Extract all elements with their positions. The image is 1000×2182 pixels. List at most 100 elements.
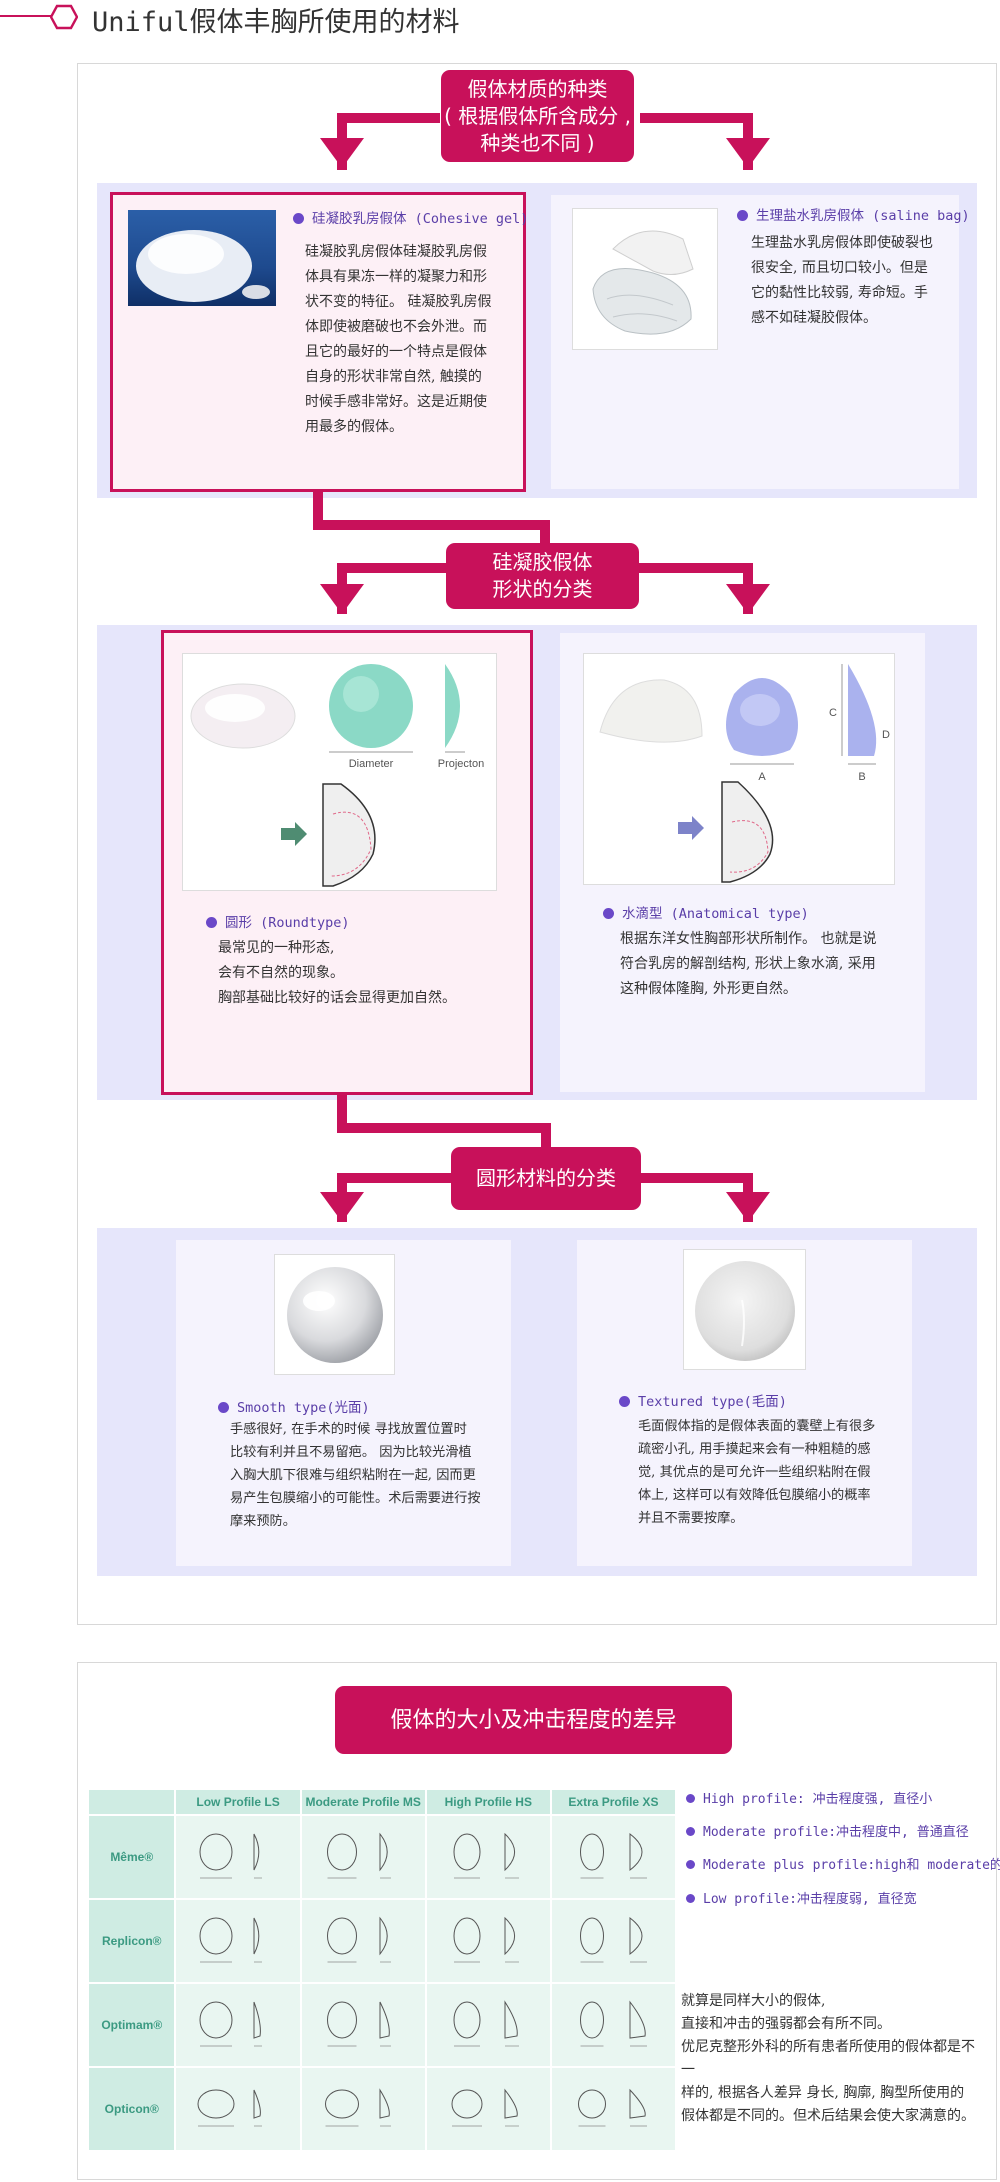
textured-type-card: Textured type(毛面) 毛面假体指的是假体表面的囊壁上有很多 疏密小… bbox=[577, 1240, 912, 1566]
bullet-icon bbox=[686, 1894, 695, 1903]
profile-diagram-icon bbox=[199, 1917, 263, 1963]
textured-type-title: Textured type(毛面) bbox=[619, 1390, 787, 1410]
header-rule bbox=[0, 15, 52, 17]
profile-diagram-cell bbox=[549, 2066, 678, 2152]
bullet-icon bbox=[603, 908, 614, 919]
saline-bag-title: 生理盐水乳房假体 (saline bag) bbox=[737, 204, 970, 224]
profile-diagram-cell bbox=[174, 1814, 302, 1900]
bullet-icon bbox=[737, 210, 748, 221]
profile-diagram-icon bbox=[577, 2088, 647, 2127]
projection-label: Projecton bbox=[438, 758, 484, 770]
column-header: Moderate Profile MS bbox=[299, 1788, 427, 1816]
bullet-icon bbox=[293, 213, 304, 224]
cohesive-gel-description: 硅凝胶乳房假体硅凝胶乳房假 体具有果冻一样的凝聚力和形 状不变的特征。 硅凝胶乳… bbox=[305, 244, 492, 435]
profile-diagram-cell bbox=[549, 1898, 678, 1984]
textured-type-image bbox=[683, 1249, 806, 1370]
smooth-implant-icon bbox=[287, 1267, 383, 1363]
round-type-diagram: Diameter Projecton bbox=[182, 653, 497, 891]
profile-diagram-cell bbox=[174, 2066, 302, 2152]
arrow-right-icon bbox=[678, 816, 704, 840]
profile-diagram-icon bbox=[199, 1833, 263, 1879]
gel-shape-pill: 硅凝胶假体 形状的分类 bbox=[446, 543, 639, 609]
legend-low-profile: Low profile:冲击程度弱, 直径宽 bbox=[686, 1888, 917, 1907]
profile-diagram-icon bbox=[579, 1832, 647, 1879]
page-title: Uniful假体丰胸所使用的材料 bbox=[92, 7, 460, 38]
profile-diagram-icon bbox=[453, 1916, 519, 1963]
column-header: Low Profile LS bbox=[174, 1788, 302, 1816]
profile-diagram-icon bbox=[453, 2000, 519, 2047]
saline-bag-card: 生理盐水乳房假体 (saline bag) 生理盐水乳房假体即使破裂也 很安全,… bbox=[551, 195, 970, 489]
legend-moderate-profile: Moderate profile:冲击程度中, 普通直径 bbox=[686, 1821, 969, 1840]
row-header: Opticon® bbox=[86, 2066, 177, 2152]
saline-bag-description: 生理盐水乳房假体即使破裂也 很安全, 而且切口较小。但是 它的黏性比较弱, 寿命… bbox=[751, 235, 933, 326]
profile-diagram-cell bbox=[299, 2066, 427, 2152]
bullet-icon bbox=[218, 1402, 229, 1413]
profile-diagram-icon bbox=[197, 2089, 263, 2127]
anatomical-type-description: 根据东洋女性胸部形状所制作。 也就是说 符合乳房的解剖结构, 形状上象水滴, 采… bbox=[620, 931, 877, 997]
row-header: Même® bbox=[86, 1814, 177, 1900]
round-material-pill: 圆形材料的分类 bbox=[451, 1147, 641, 1210]
anatomical-type-title: 水滴型 (Anatomical type) bbox=[603, 902, 809, 922]
profile-diagram-icon bbox=[324, 2088, 391, 2127]
bullet-icon bbox=[206, 917, 217, 928]
round-type-title: 圆形 (Roundtype) bbox=[206, 911, 350, 931]
round-type-description: 最常见的一种形态, 会有不自然的现象。 胸部基础比较好的话会显得更加自然。 bbox=[218, 940, 456, 1006]
profile-diagram-cell bbox=[424, 1814, 552, 1900]
profile-diagram-icon bbox=[326, 2001, 391, 2047]
connector-drop-2 bbox=[541, 1123, 551, 1147]
row-header: Optimam® bbox=[86, 1982, 177, 2068]
profile-diagram-cell bbox=[299, 1814, 427, 1900]
smooth-type-title: Smooth type(光面) bbox=[218, 1396, 370, 1416]
profile-table-body: Même® Replicon® Optimam® Opticon® bbox=[86, 1814, 678, 2152]
bullet-icon bbox=[619, 1396, 630, 1407]
dimension-b-label: B bbox=[858, 771, 865, 783]
cohesive-gel-image bbox=[128, 210, 276, 306]
table-row: Opticon® bbox=[86, 2066, 678, 2152]
profile-diagram-icon bbox=[579, 2000, 647, 2047]
profile-diagram-cell bbox=[549, 1814, 678, 1900]
legend-high-profile: High profile: 冲击程度强, 直径小 bbox=[686, 1788, 932, 1807]
table-row: Replicon® bbox=[86, 1898, 678, 1984]
profile-diagram-icon bbox=[579, 1916, 647, 1963]
table-row: Optimam® bbox=[86, 1982, 678, 2068]
round-type-card: Diameter Projecton 圆形 (Roundtype) 最常见的一种… bbox=[161, 630, 533, 1095]
profile-diagram-cell bbox=[174, 1898, 302, 1984]
bullet-icon bbox=[686, 1827, 695, 1836]
connector-vertical-2 bbox=[337, 1095, 347, 1131]
legend-moderate-plus-profile: Moderate plus profile:high和 moderate的中间 bbox=[686, 1854, 1000, 1873]
profile-note: 就算是同样大小的假体, 直接和冲击的强弱都会有所不同。 优尼克整形外科的所有患者… bbox=[681, 1993, 975, 2124]
profile-diagram-cell bbox=[424, 2066, 552, 2152]
arrow-connector-1 bbox=[320, 113, 770, 170]
anatomical-type-diagram: A C D B bbox=[583, 653, 895, 885]
saline-bag-image bbox=[572, 208, 718, 350]
smooth-type-description: 手感很好, 在手术的时候 寻找放置位置时 比较有利并且不易留疤。 因为比较光滑植… bbox=[230, 1422, 481, 1529]
profile-diagram-icon bbox=[199, 2001, 263, 2047]
diameter-label: Diameter bbox=[349, 758, 394, 770]
cohesive-gel-card: 硅凝胶乳房假体 (Cohesive gel) 硅凝胶乳房假体硅凝胶乳房假 体具有… bbox=[110, 192, 528, 492]
dimension-a-label: A bbox=[758, 771, 766, 783]
gel-implant-icon bbox=[136, 230, 270, 302]
arrow-connector-2 bbox=[320, 563, 770, 614]
dimension-c-label: C bbox=[829, 707, 837, 719]
table-row: Même® bbox=[86, 1814, 678, 1900]
row-header: Replicon® bbox=[86, 1898, 177, 1984]
bullet-icon bbox=[686, 1794, 695, 1803]
arrow-connector-3 bbox=[320, 1173, 770, 1222]
column-header: Extra Profile XS bbox=[549, 1788, 678, 1816]
profile-diagram-cell bbox=[299, 1898, 427, 1984]
hexagon-icon bbox=[50, 4, 78, 30]
profile-diagram-icon bbox=[453, 1832, 519, 1879]
profile-diagram-cell bbox=[174, 1982, 302, 2068]
profile-diagram-cell bbox=[299, 1982, 427, 2068]
profile-comparison-table: Low Profile LS Moderate Profile MS High … bbox=[86, 1788, 678, 2152]
dimension-d-label: D bbox=[882, 729, 890, 741]
profile-diagram-cell bbox=[424, 1898, 552, 1984]
column-header: High Profile HS bbox=[424, 1788, 552, 1816]
profile-comparison-pill: 假体的大小及冲击程度的差异 bbox=[335, 1686, 732, 1754]
connector-drop-1 bbox=[540, 520, 550, 544]
connector-horizontal-1 bbox=[313, 520, 549, 530]
profile-diagram-cell bbox=[424, 1982, 552, 2068]
bullet-icon bbox=[686, 1860, 695, 1869]
textured-type-description: 毛面假体指的是假体表面的囊壁上有很多 疏密小孔, 用手摸起来会有一种粗糙的感 觉… bbox=[638, 1419, 876, 1526]
smooth-type-image bbox=[274, 1254, 395, 1375]
